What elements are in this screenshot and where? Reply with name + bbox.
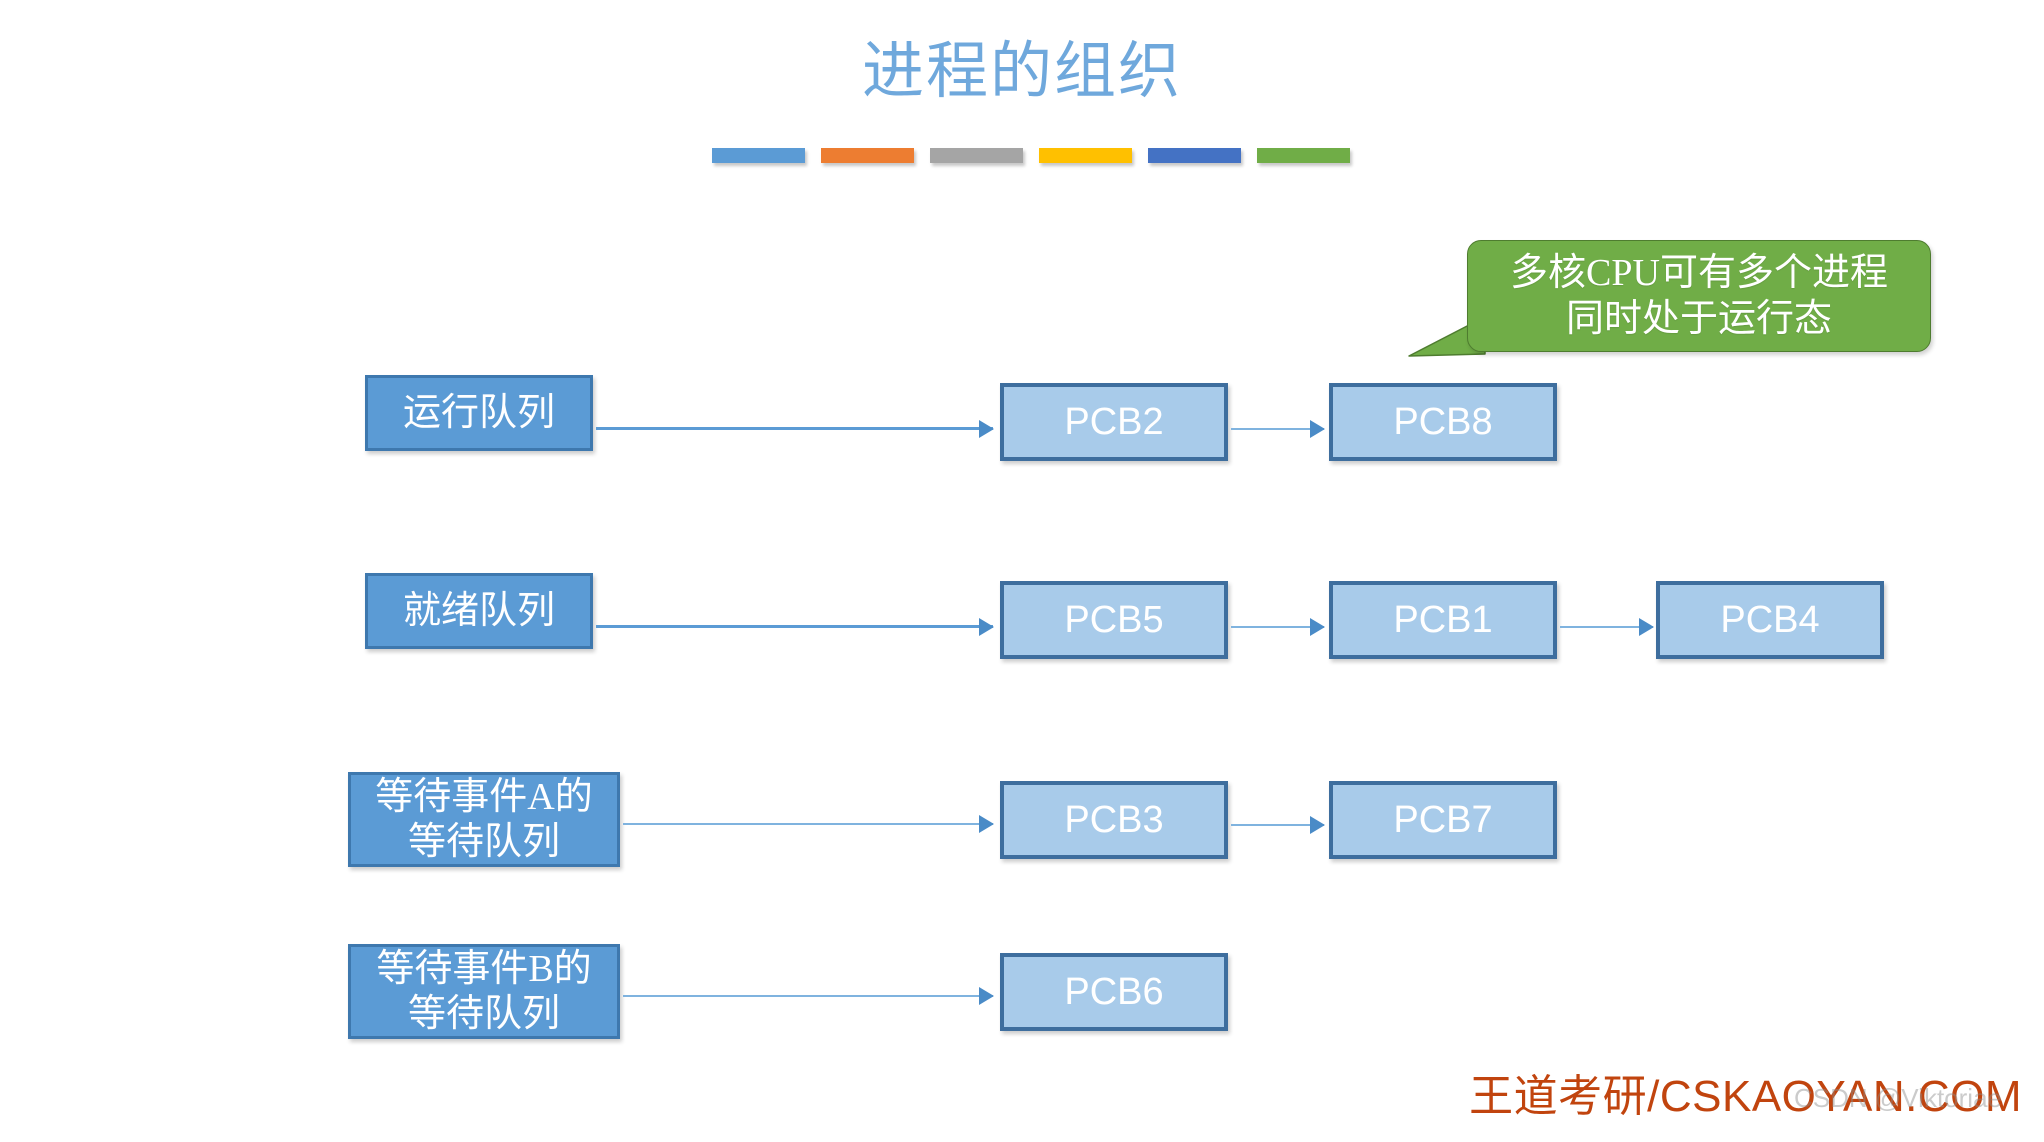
pcb-label-pcb2: PCB2: [1064, 400, 1164, 443]
queue-box-ready[interactable]: 就绪队列: [365, 573, 593, 649]
pcb-box-pcb8[interactable]: PCB8: [1329, 383, 1557, 461]
accent-bar-blue: [712, 148, 805, 163]
pcb-label-pcb7: PCB7: [1393, 798, 1493, 841]
connector-pcb2-to-pcb8: [1231, 428, 1324, 430]
callout-line-2: 同时处于运行态: [1565, 298, 1832, 340]
accent-bar-green: [1257, 148, 1350, 163]
connector-ready-to-pcb5: [596, 625, 993, 628]
connector-wait-a-to-pcb3: [623, 823, 993, 825]
connector-pcb5-to-pcb1: [1231, 626, 1324, 628]
pcb-label-pcb3: PCB3: [1064, 798, 1164, 841]
queue-label-wait-b-line1: 等待事件B的: [376, 947, 592, 990]
callout-bubble: 多核CPU可有多个进程 同时处于运行态: [1467, 240, 1931, 352]
queue-box-running[interactable]: 运行队列: [365, 375, 593, 451]
queue-box-wait-a[interactable]: 等待事件A的 等待队列: [348, 772, 620, 867]
pcb-box-pcb6[interactable]: PCB6: [1000, 953, 1228, 1031]
pcb-box-pcb2[interactable]: PCB2: [1000, 383, 1228, 461]
accent-bar-group: [712, 148, 1350, 163]
pcb-box-pcb7[interactable]: PCB7: [1329, 781, 1557, 859]
accent-bar-dark-blue: [1148, 148, 1241, 163]
accent-bar-orange: [821, 148, 914, 163]
callout-line-1: 多核CPU可有多个进程: [1510, 251, 1888, 294]
queue-label-wait-b-line2: 等待队列: [407, 992, 560, 1035]
pcb-label-pcb5: PCB5: [1064, 598, 1164, 641]
accent-bar-gray: [930, 148, 1023, 163]
page-title: 进程的组织: [861, 38, 1182, 106]
connector-pcb3-to-pcb7: [1231, 824, 1324, 826]
pcb-label-pcb1: PCB1: [1393, 598, 1493, 641]
pcb-box-pcb5[interactable]: PCB5: [1000, 581, 1228, 659]
queue-label-ready: 就绪队列: [402, 589, 555, 632]
pcb-box-pcb1[interactable]: PCB1: [1329, 581, 1557, 659]
pcb-label-pcb4: PCB4: [1720, 598, 1820, 641]
pcb-box-pcb4[interactable]: PCB4: [1656, 581, 1884, 659]
accent-bar-yellow: [1039, 148, 1132, 163]
queue-label-running: 运行队列: [402, 391, 555, 434]
pcb-label-pcb8: PCB8: [1393, 400, 1493, 443]
queue-label-wait-a-line2: 等待队列: [407, 820, 560, 863]
connector-pcb1-to-pcb4: [1560, 626, 1653, 628]
pcb-box-pcb3[interactable]: PCB3: [1000, 781, 1228, 859]
queue-box-wait-b[interactable]: 等待事件B的 等待队列: [348, 944, 620, 1039]
pcb-label-pcb6: PCB6: [1064, 970, 1164, 1013]
connector-wait-b-to-pcb6: [623, 995, 993, 997]
connector-running-to-pcb2: [596, 427, 993, 430]
footer-brand: 王道考研/CSKAOYAN.COM: [1469, 1072, 2022, 1121]
queue-label-wait-a-line1: 等待事件A的: [375, 775, 593, 818]
